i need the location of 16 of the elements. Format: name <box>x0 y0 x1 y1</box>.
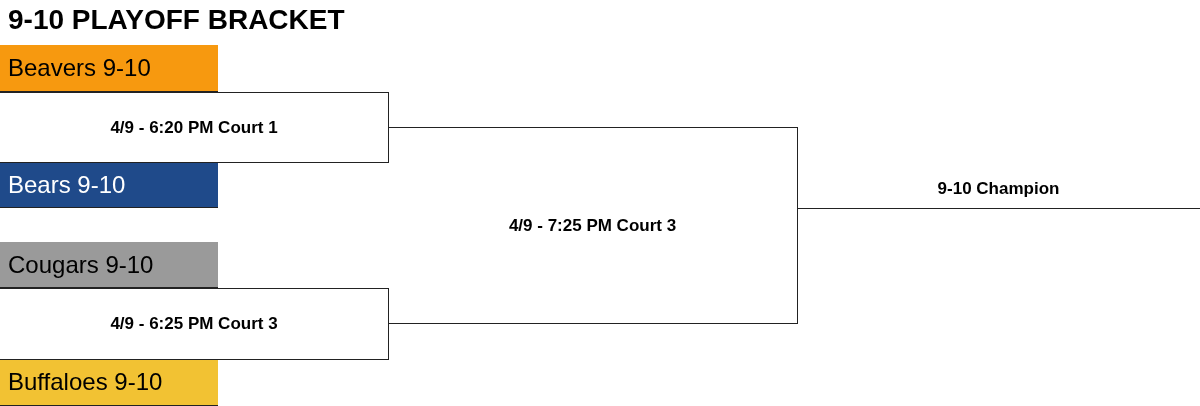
team-name: Buffaloes 9-10 <box>7 368 163 396</box>
team-name: Bears 9-10 <box>7 170 126 199</box>
game-time: 4/9 - 6:25 PM Court 3 <box>110 314 278 334</box>
game-time: 4/9 - 7:25 PM Court 3 <box>508 215 677 236</box>
team-slot <box>0 162 218 208</box>
bracket-frame <box>0 92 389 163</box>
bracket-frame <box>388 127 798 324</box>
team-name: Cougars 9-10 <box>7 250 154 279</box>
game-time: 4/9 - 6:20 PM Court 1 <box>110 117 278 138</box>
bracket-frame <box>0 288 389 360</box>
champion-label: 9-10 Champion <box>937 179 1060 199</box>
team-slot <box>0 359 218 406</box>
team-slot <box>0 45 218 92</box>
team-name: Beavers 9-10 <box>7 54 151 82</box>
team-slot <box>0 242 218 288</box>
bracket-title: 9-10 PLAYOFF BRACKET <box>8 4 345 36</box>
